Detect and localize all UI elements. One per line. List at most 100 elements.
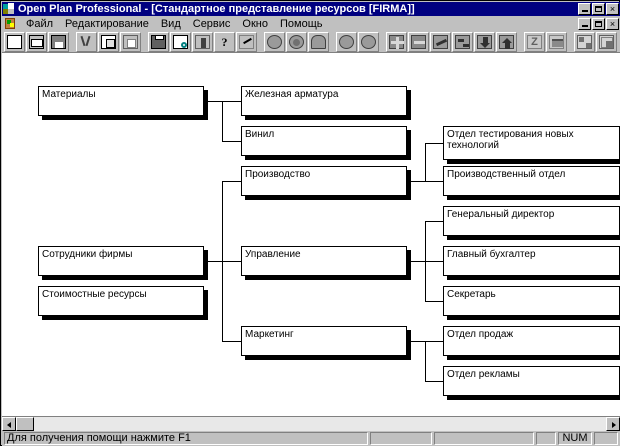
z-order-button[interactable]: Z [524,31,545,52]
toolbar: ?Z [2,31,620,53]
open-plan-icon [3,3,15,15]
connector-line [222,181,241,182]
sort-icon [195,34,210,49]
resource-detail-button[interactable] [286,31,307,52]
remove-minus-icon [411,34,426,49]
cut-scissors-icon [79,35,94,49]
sort-button[interactable] [192,31,213,52]
resource-circle-icon [267,34,282,49]
connector-line [425,221,443,222]
mdi-child-controls: × [578,17,619,30]
move-up-button[interactable] [496,31,517,52]
grid-view-button[interactable] [546,31,567,52]
connector-line [407,181,425,182]
mdi-minimize-button[interactable] [578,17,591,30]
diagram-node[interactable]: Секретарь [443,286,620,316]
cut-scissors-button[interactable] [76,31,97,52]
add-plus-icon [389,34,404,49]
help-question-icon: ? [221,34,228,49]
print-button[interactable] [148,31,169,52]
new-document-icon [7,34,22,49]
new-document-button[interactable] [4,31,25,52]
resource-circle-button[interactable] [264,31,285,52]
connector-line [425,143,443,144]
fit-window-icon [599,34,614,49]
diagram-node[interactable]: Производственный отдел [443,166,620,196]
save-disk-icon [51,34,66,49]
menu-item-service[interactable]: Сервис [192,17,231,30]
mdi-close-button[interactable]: × [606,17,619,30]
diagram-node[interactable]: Отдел рекламы [443,366,620,396]
print-preview-icon [173,34,188,49]
minimize-button[interactable] [578,3,591,15]
menu-item-window[interactable]: Окно [242,17,268,30]
scroll-left-arrow-icon[interactable] [2,417,16,431]
context-help-icon [239,34,254,49]
horizontal-scrollbar[interactable] [2,416,620,431]
mdi-restore-button[interactable] [592,17,605,30]
unlink-button[interactable] [452,31,473,52]
grid-view-icon [549,34,564,49]
diagram-node[interactable]: Производство [241,166,407,196]
scroll-right-arrow-icon[interactable] [606,417,620,431]
connector-line [204,261,222,262]
open-folder-button[interactable] [26,31,47,52]
add-plus-button[interactable] [386,31,407,52]
menu-item-edit[interactable]: Редактирование [65,17,149,30]
layout-icon [577,34,592,49]
menu-item-help[interactable]: Помощь [279,17,323,30]
context-help-button[interactable] [236,31,257,52]
title-bar: Open Plan Professional - [Стандартное пр… [2,2,620,16]
diagram-node[interactable]: Стоимостные ресурсы [38,286,204,316]
menu-item-view[interactable]: Вид [160,17,181,30]
resource-pool-button[interactable] [336,31,357,52]
help-question-button[interactable]: ? [214,31,235,52]
paste-button[interactable] [120,31,141,52]
connector-line [222,101,241,102]
print-icon [151,34,166,49]
window-controls: × [578,3,619,15]
diagram-node[interactable]: Железная арматура [241,86,407,116]
status-pane-d [594,432,618,445]
link-button[interactable] [430,31,451,52]
unlink-icon [455,34,470,49]
connector-line [204,101,222,102]
open-folder-icon [29,34,44,49]
diagram-node[interactable]: Сотрудники фирмы [38,246,204,276]
restore-button[interactable] [592,3,605,15]
fit-window-button[interactable] [596,31,617,52]
connector-line [425,301,443,302]
layout-button[interactable] [574,31,595,52]
menu-items: Файл Редактирование Вид Сервис Окно Помо… [20,17,578,31]
document-icon[interactable] [4,17,17,30]
diagram-node[interactable]: Винил [241,126,407,156]
menu-bar: Файл Редактирование Вид Сервис Окно Помо… [2,16,620,31]
scrollbar-thumb[interactable] [16,417,34,431]
save-disk-button[interactable] [48,31,69,52]
connector-line [407,341,425,342]
resource-dome-button[interactable] [308,31,329,52]
connector-line [222,141,241,142]
resource-dome-icon [311,34,326,49]
diagram-node[interactable]: Отдел тестирования новых технологий [443,126,620,160]
scrollbar-track[interactable] [16,417,606,431]
link-icon [433,34,448,49]
resource-skill-button[interactable] [358,31,379,52]
diagram-node[interactable]: Генеральный директор [443,206,620,236]
print-preview-button[interactable] [170,31,191,52]
diagram-node[interactable]: Маркетинг [241,326,407,356]
close-button[interactable]: × [606,3,619,15]
connector-line [407,261,425,262]
paste-icon [123,34,138,49]
copy-button[interactable] [98,31,119,52]
remove-minus-button[interactable] [408,31,429,52]
diagram-node[interactable]: Главный бухгалтер [443,246,620,276]
diagram-node[interactable]: Управление [241,246,407,276]
status-pane-c [536,432,556,445]
move-down-button[interactable] [474,31,495,52]
menu-item-file[interactable]: Файл [26,17,54,30]
diagram-node[interactable]: Отдел продаж [443,326,620,356]
diagram-node[interactable]: Материалы [38,86,204,116]
resource-detail-icon [289,34,304,49]
